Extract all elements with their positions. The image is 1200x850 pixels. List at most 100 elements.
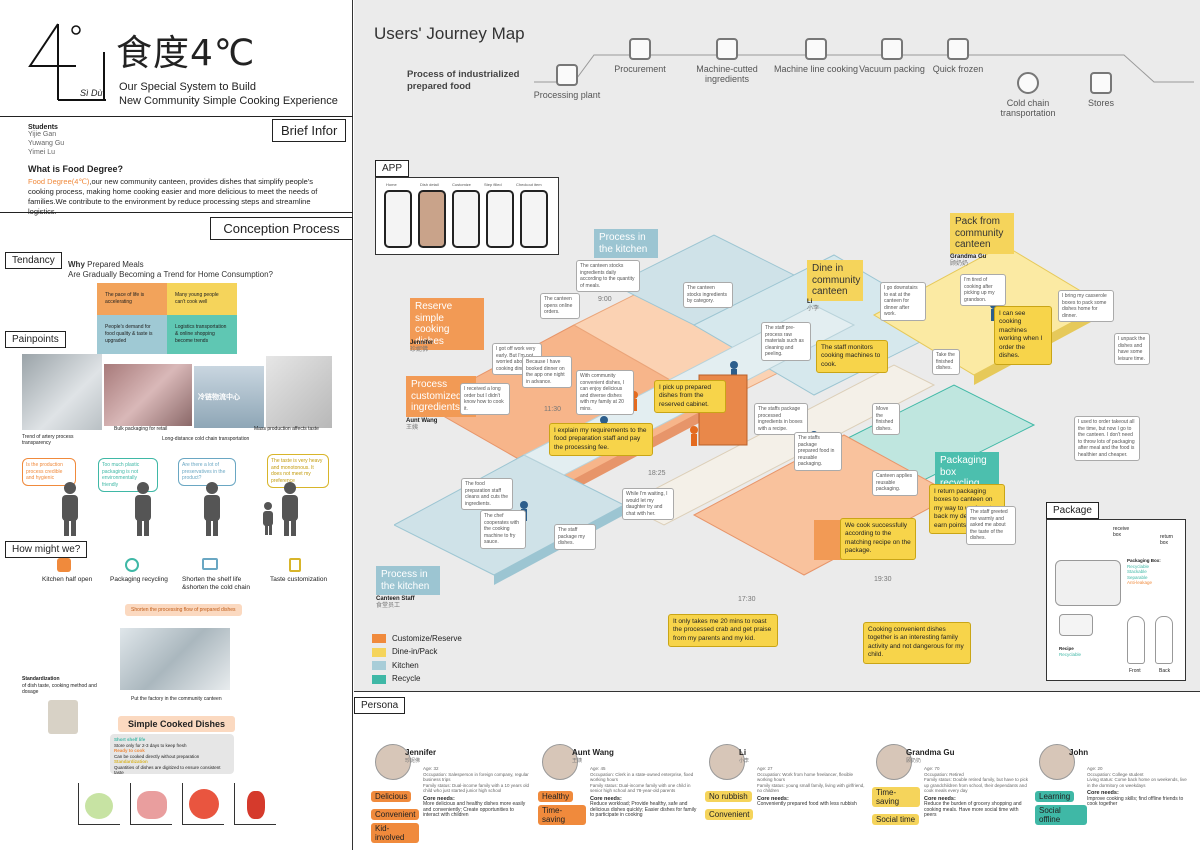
quote: I explain my requirements to the food pr… [549,423,653,457]
need-tag: Social time [872,814,920,825]
tagline: Our Special System to Build New Communit… [119,80,338,108]
note: The chef cooperates with the cooking mac… [480,510,526,549]
persona-card-grandma-gu: Grandma Gu 顾奶奶 Age: 70 Occupation: Retir… [872,724,1037,844]
need-tag: Convenient [371,809,420,820]
quote: The staff monitors cooking machines to c… [816,340,888,374]
trend-grid: The pace of life is accelerating Many yo… [97,283,237,354]
persona-card-aunt-wang: Aunt Wang 王姨 Age: 45 Occupation: Clerk i… [538,724,703,844]
persona-tags: Healthy Time-saving [538,786,586,827]
note: I bring my casserole boxes to pack some … [1058,290,1114,322]
need-tag: Healthy [538,791,574,802]
left-column: Sì Dù 食度4℃ Our Special System to Build N… [0,0,353,850]
persona-label: Persona [354,697,406,714]
painpoint-photos: 冷链物流中心 [22,354,332,434]
why-word: Why [68,260,85,269]
store-icon [1090,72,1112,94]
caption: Mass production affects taste [254,426,319,432]
phone-screen [384,190,412,248]
shorten-banner: Shorten the processing flow of prepared … [125,604,242,616]
tag-front-label: Front [1129,668,1141,674]
brand-cn: 食度 [116,33,191,74]
feature-text: Quantities of dishes are digitized to en… [114,764,221,776]
feature-title: Standardization [114,759,148,764]
quote: We cook successfully according to the ma… [840,518,916,560]
photo-coldchain: 冷链物流中心 [194,366,264,428]
persona-cn: 小李 [739,758,750,764]
kitchen-icon [57,558,71,572]
persona-card-john: John Age: 20 Occupation: College student… [1035,724,1195,844]
food-tiles [78,783,288,825]
small-box-icon [1059,614,1093,636]
phone-screen [520,190,548,248]
legend-item: Dine-in/Pack [372,647,462,657]
persona-cn: 王姨 [572,758,583,764]
note: The canteen opens online orders. [540,293,580,319]
photo-factory [22,354,102,430]
photo-coldchain-text: 冷链物流中心 [198,394,240,401]
persona-tags: Time-saving Social time [872,786,920,827]
logo-subtitle: Sì Dù [80,88,103,98]
note: I received a long order but I didn't kno… [460,383,510,415]
note: I used to order takeout all the time, bu… [1074,416,1140,461]
legend: Customize/Reserve Dine-in/Pack Kitchen R… [372,634,462,688]
vacuum-icon [881,38,903,60]
logo-mark: Sì Dù [28,22,106,102]
recycle-icon [125,558,139,572]
brief-label: Brief Infor [272,119,347,142]
legend-item: Customize/Reserve [372,634,462,644]
process-label: Process of industrialized prepared food [407,69,520,92]
note: The food preparation staff cleans and cu… [461,478,513,510]
node-processing-plant: Processing plant [522,64,612,100]
tagline-line-1: Our Special System to Build [119,81,256,93]
solutions-row [22,556,342,586]
food-degree-body: ,our new community canteen, provides dis… [28,177,318,216]
persona-name: Li [739,748,747,757]
note: While I'm waiting, I would let my daught… [622,488,674,520]
package-label: Package [1046,502,1099,519]
quote: It only takes me 20 mins to roast the pr… [668,614,778,648]
solution-label: Kitchen half open [42,576,93,583]
node-cold-chain: Cold chain transportation [983,72,1073,118]
feature-text: Store only for 2-3 days to keep fresh [114,742,187,748]
freezer-icon [947,38,969,60]
note: Move the finished dishes. [872,403,900,435]
persona-card-li: Li 小李 Age: 27 Occupation: Work from home… [705,724,870,844]
avatar [542,744,578,780]
package-panel: receive box return box Packaging Box: Re… [1046,519,1186,681]
zone-canteen-kitchen: Process in the kitchen [376,566,440,595]
persona-cn: 顾奶奶 [906,758,922,764]
time-label: 19:30 [874,576,892,583]
standardization-text: of dish taste, cooking method and dosage [22,682,97,696]
node-quick-frozen: Quick frozen [913,38,1003,74]
need-tag: Kid-involved [371,823,419,843]
return-box-note: return box [1160,534,1174,546]
students-title: Students [28,124,58,131]
note: I go downstairs to eat at the canteen fo… [880,282,926,321]
avatar [1039,744,1075,780]
note: The staff package my dishes. [554,524,596,550]
need-tag: No rubbish [705,791,752,802]
painpoint-questions: Is the production process credible and h… [22,454,342,538]
zone-kitchen: Process in the kitchen [594,229,658,258]
brand-temp: 4℃ [190,33,256,74]
node-stores: Stores [1056,72,1146,108]
factory-photo [120,628,230,690]
tendancy-label: Tendancy [5,252,62,269]
zone-pack: Pack from community canteen [950,213,1014,254]
note: The staff greeted me warmly and asked me… [966,506,1016,545]
note: The staffs package processed ingredients… [754,403,808,435]
persona-card-jennifer: Jennifer 珍妮佛 Age: 32 Occupation: Salespe… [371,724,536,844]
legend-item: Recycle [372,674,462,684]
people-silhouettes-icon [62,482,298,536]
food-tile-pepper [234,783,276,825]
factory-caption: Put the factory in the community canteen [131,696,222,702]
time-label: 18:25 [648,470,666,477]
photo-massproduction [266,356,332,428]
persona-cn: 珍妮佛 [405,758,421,764]
tag-front [1127,616,1145,664]
time-label: 17:30 [738,596,756,603]
feature-title: Short shelf life [114,737,146,742]
